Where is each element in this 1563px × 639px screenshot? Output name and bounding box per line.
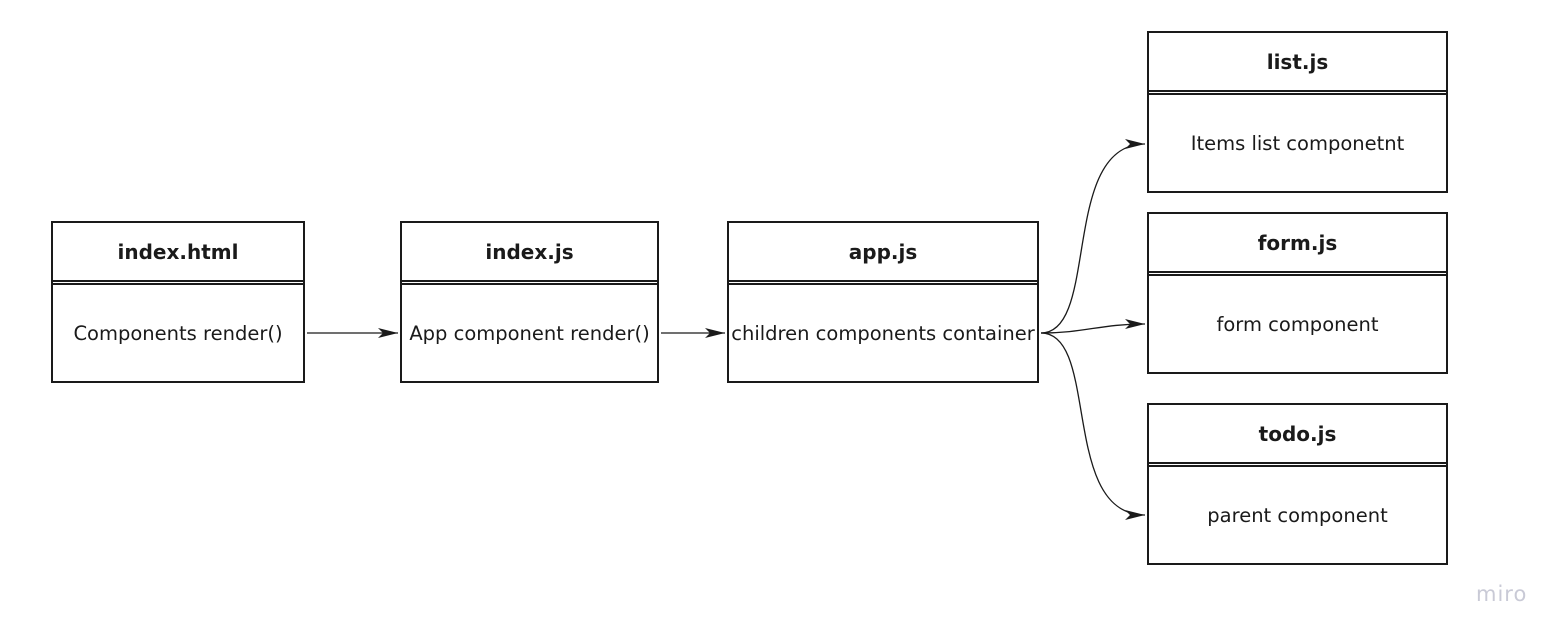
node-body: App component render(): [409, 321, 650, 345]
edge-app-js-to-form-js[interactable]: [1040, 319, 1146, 334]
node-list-js[interactable]: list.js Items list componetnt: [1147, 31, 1448, 193]
node-app-js[interactable]: app.js children components container: [727, 221, 1039, 383]
node-title: todo.js: [1149, 405, 1446, 464]
node-body: parent component: [1207, 503, 1388, 527]
node-divider: [53, 283, 303, 285]
node-body: form component: [1216, 312, 1379, 336]
node-divider: [402, 283, 657, 285]
node-body: children components container: [731, 321, 1035, 345]
node-divider: [729, 283, 1037, 285]
node-todo-js[interactable]: todo.js parent component: [1147, 403, 1448, 565]
node-index-html[interactable]: index.html Components render(): [51, 221, 305, 383]
node-title: form.js: [1149, 214, 1446, 273]
edge-app-js-to-todo-js[interactable]: [1040, 332, 1146, 520]
node-divider: [1149, 93, 1446, 95]
edge-app-js-to-list-js[interactable]: [1040, 139, 1146, 334]
node-body: Components render(): [73, 321, 283, 345]
node-title: app.js: [729, 223, 1037, 282]
node-index-js[interactable]: index.js App component render(): [400, 221, 659, 383]
node-title: list.js: [1149, 33, 1446, 92]
node-form-js[interactable]: form.js form component: [1147, 212, 1448, 374]
node-body: Items list componetnt: [1190, 131, 1405, 155]
node-divider: [1149, 465, 1446, 467]
node-divider: [1149, 274, 1446, 276]
node-title: index.html: [53, 223, 303, 282]
node-title: index.js: [402, 223, 657, 282]
miro-watermark: miro: [1476, 582, 1528, 606]
